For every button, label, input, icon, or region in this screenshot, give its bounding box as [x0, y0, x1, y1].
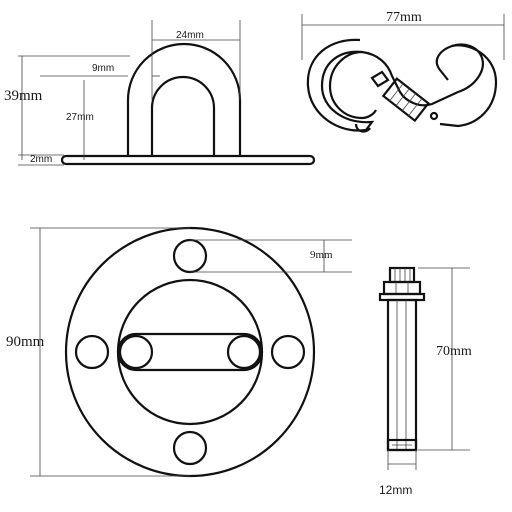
- hole-left: [74, 334, 110, 370]
- dim-width-label: 24mm: [176, 30, 204, 41]
- plate-inner-circle: [116, 278, 264, 426]
- slot-end-right: [226, 334, 262, 370]
- dim-diameter-label: 90mm: [6, 334, 45, 350]
- dim-bolt-diameter-label: 12mm: [379, 483, 412, 497]
- carabiner-view: 77mm: [301, 10, 505, 133]
- carabiner-gate: [381, 77, 430, 123]
- hole-top: [172, 238, 208, 274]
- carabiner-pivot: [429, 111, 439, 121]
- dim-inner-gap-label: 9mm: [92, 63, 114, 74]
- dim-height-inner-label: 27mm: [66, 112, 94, 123]
- hole-bottom: [172, 430, 208, 466]
- dim-height-total-label: 39mm: [4, 88, 43, 104]
- slot-end-left: [118, 334, 154, 370]
- carabiner-right-hook: [439, 44, 498, 128]
- bolt-nut: [382, 280, 422, 296]
- dim-bolt-length-label: 70mm: [436, 344, 472, 359]
- dim-carabiner-length-label: 77mm: [386, 10, 422, 25]
- side-plate: [60, 154, 316, 166]
- carabiner-outer: [306, 38, 484, 132]
- center-slot: [116, 332, 264, 372]
- bolt-sleeve: [386, 298, 418, 452]
- carabiner-inner: [328, 50, 377, 120]
- side-u-loop-inner: [150, 75, 216, 156]
- hole-right: [270, 334, 306, 370]
- anchor-bolt-view: 70mm 12mm: [378, 266, 472, 497]
- dim-plate-thickness-label: 2mm: [30, 154, 52, 165]
- plate-top-view: 90mm 9mm: [6, 226, 352, 478]
- side-view: 24mm 9mm 39mm 27mm 2mm: [4, 20, 316, 166]
- dim-hole-label: 9mm: [310, 249, 333, 261]
- bolt-cone: [386, 438, 418, 452]
- side-u-loop-outer: [126, 42, 242, 156]
- plate-outer-circle: [64, 226, 316, 478]
